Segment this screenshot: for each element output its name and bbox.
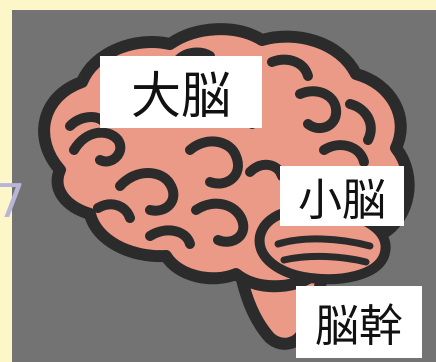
cerebellum-folia	[274, 235, 374, 266]
edge-glyph: 7	[0, 174, 26, 228]
label-cerebrum: 大脳	[100, 56, 262, 128]
label-cerebellum: 小脳	[280, 166, 404, 226]
label-brainstem: 脳幹	[296, 286, 422, 358]
